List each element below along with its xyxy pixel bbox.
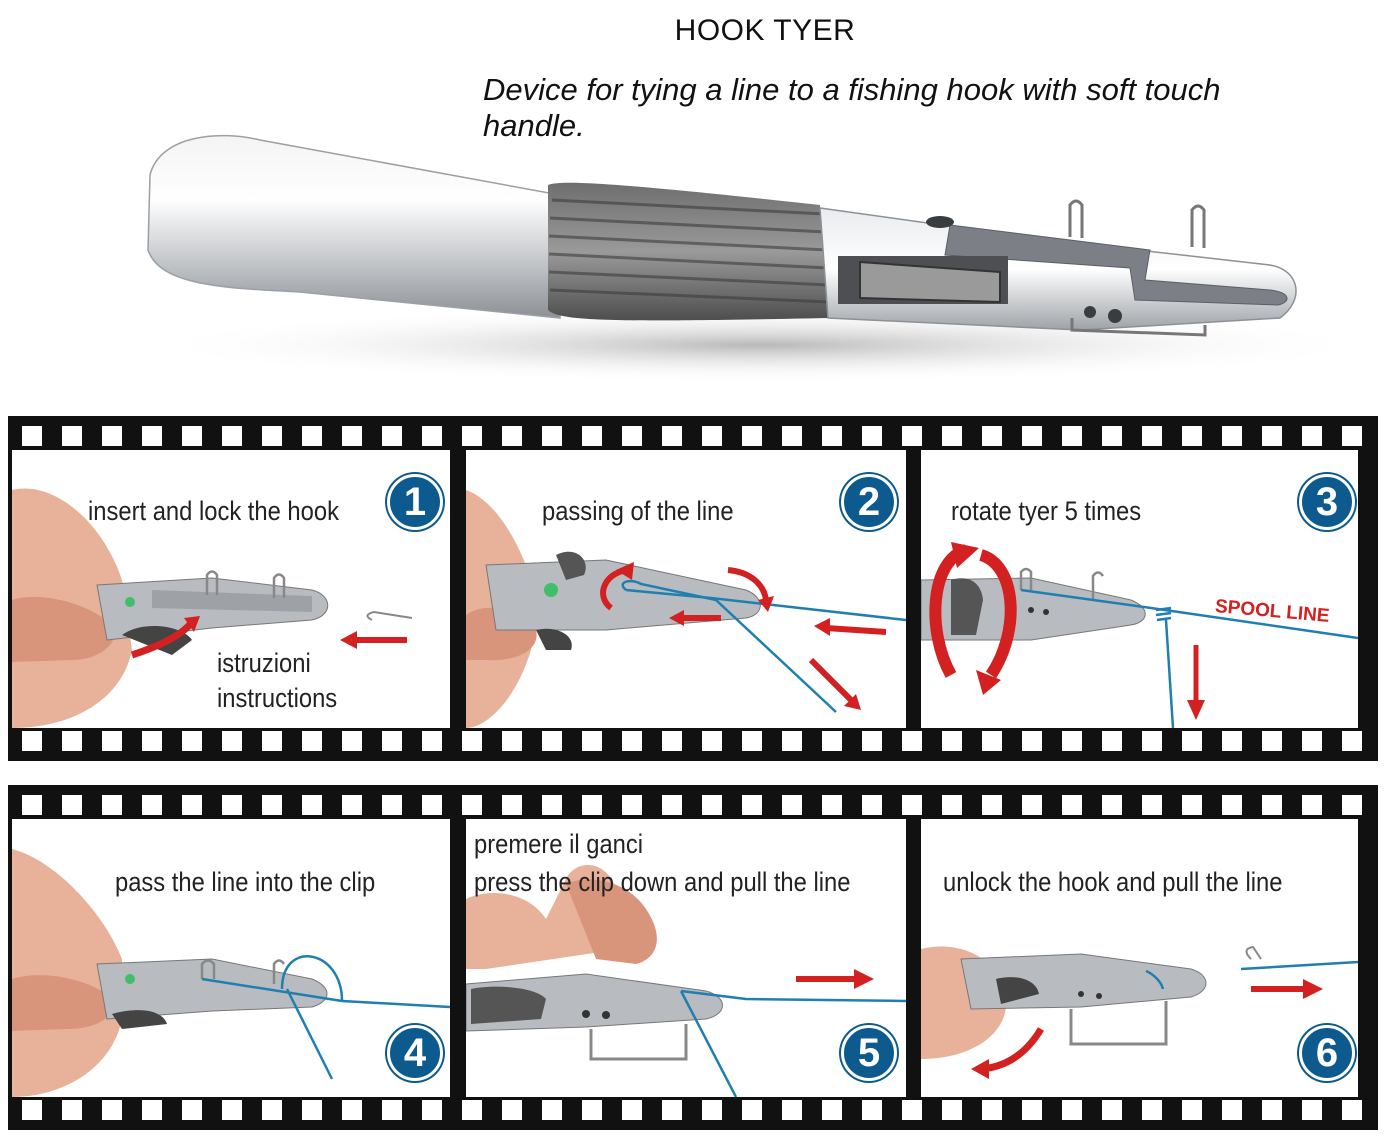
step-frame-3: rotate tyer 5 times SPOOL LINE 3 [921, 450, 1358, 728]
step-1-illustration [12, 488, 413, 728]
step-number-badge: 2 [841, 474, 897, 530]
device-handle [147, 134, 561, 319]
page-title: HOOK TYER [674, 14, 856, 47]
grip-ribs [548, 198, 830, 304]
step-2-caption: passing of the line [542, 496, 734, 526]
step-number-badge: 5 [841, 1025, 897, 1081]
step-number-badge: 4 [387, 1025, 443, 1081]
step-frame-2: passing of the line 2 [466, 450, 906, 728]
film-perforations-bottom [22, 731, 1368, 751]
hook-tyer-device-illustration [140, 134, 1380, 383]
device-wheel [859, 260, 1001, 304]
step-6-caption: unlock the hook and pull the line [943, 867, 1283, 897]
step-frame-1: insert and lock the hook istruzioni inst… [12, 450, 450, 728]
step-frame-5: premere il ganci press the clip down and… [466, 819, 906, 1097]
page-subtitle: Device for tying a line to a fishing hoo… [483, 72, 1221, 143]
device-grip [548, 182, 830, 321]
step-4-illustration [12, 849, 450, 1097]
step-5-illustration [466, 865, 906, 1097]
step-3-caption: rotate tyer 5 times [951, 496, 1142, 526]
step-3-illustration [921, 542, 1358, 728]
step-1-extra-line-1: istruzioni [217, 648, 311, 678]
film-perforations-bottom [22, 1100, 1368, 1120]
step-frame-6: unlock the hook and pull the line 6 [921, 819, 1358, 1097]
step-4-caption: pass the line into the clip [115, 867, 376, 897]
step-6-illustration [921, 945, 1358, 1079]
step-frame-4: pass the line into the clip 4 [12, 819, 450, 1097]
step-5-caption-line-2: press the clip down and pull the line [474, 867, 851, 897]
device-hole [1084, 306, 1096, 318]
step-number-badge: 1 [387, 474, 443, 530]
step-5-caption-line-1: premere il ganci [474, 829, 644, 859]
step-1-caption: insert and lock the hook [88, 496, 339, 526]
film-strip-top: insert and lock the hook istruzioni inst… [8, 416, 1378, 761]
step-number-badge: 3 [1299, 474, 1355, 530]
film-perforations-top [22, 795, 1368, 815]
step-1-extra-line-2: instructions [217, 683, 338, 713]
device-hole [926, 216, 954, 228]
device-clip-wires [1068, 199, 1207, 337]
step-number-badge: 6 [1299, 1025, 1355, 1081]
device-hole [1108, 309, 1122, 323]
film-strip-bottom: pass the line into the clip 4 premere il… [8, 785, 1378, 1130]
film-perforations-top [22, 426, 1368, 446]
step-2-illustration [466, 490, 906, 728]
device-head-top-plate [944, 224, 1288, 306]
